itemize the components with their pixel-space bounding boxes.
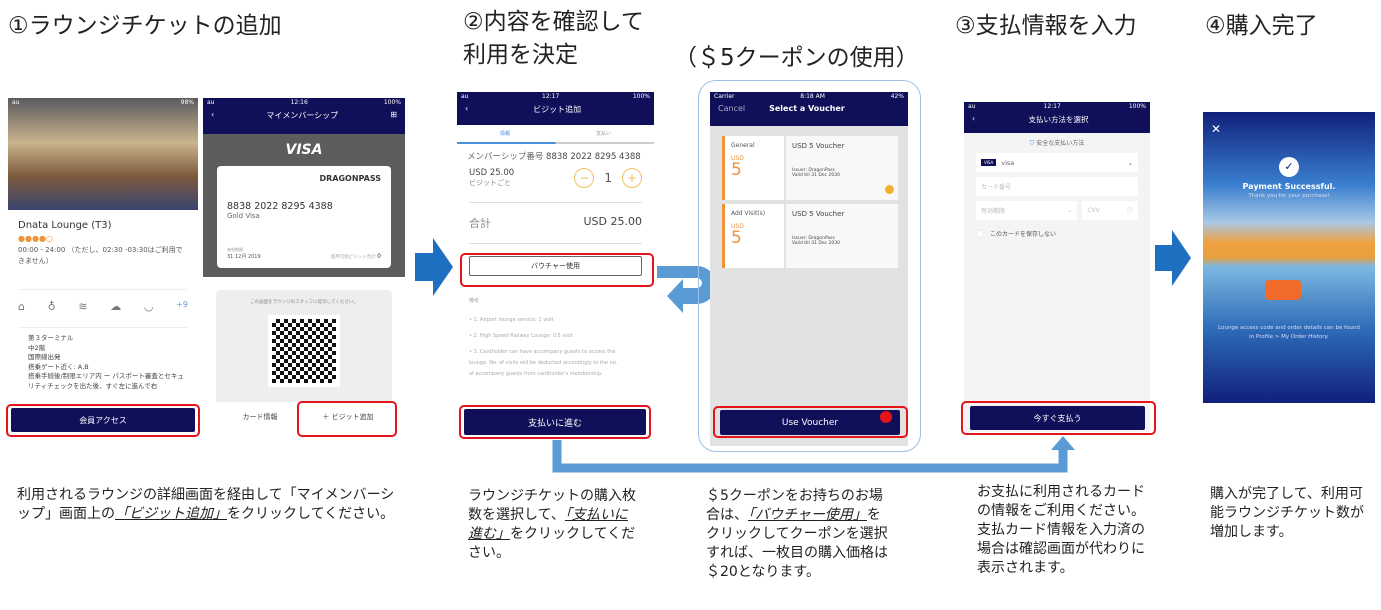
status-battery: 98%: [180, 99, 194, 106]
success-subtitle: Thank you for your purchase!: [1248, 193, 1330, 199]
back-icon[interactable]: ‹: [972, 114, 975, 123]
step4-title: ④購入完了: [1205, 13, 1318, 39]
pay-now-button[interactable]: 今すぐ支払う: [970, 406, 1145, 430]
card-info-button[interactable]: カード情報: [242, 413, 278, 421]
step1-title: ①ラウンジチケットの追加: [8, 13, 282, 39]
screen-title: 支払い方法を選択: [1028, 115, 1089, 124]
step3-title: ③支払情報を入力: [955, 13, 1137, 39]
coupon-title: （＄5クーポンの使用）: [674, 45, 919, 71]
save-card-checkbox[interactable]: [976, 230, 983, 237]
arrow-right-icon: [415, 238, 453, 296]
member-access-button[interactable]: 会員アクセス: [11, 408, 195, 432]
quantity: 1: [604, 171, 612, 185]
help-icon: ⓘ: [1126, 208, 1133, 215]
dragonpass-logo: DRAGONPASS: [319, 174, 381, 183]
step1-caption: 利用されるラウンジの詳細画面を経由して「マイメンバーシップ」画面上の「ビジット追…: [17, 487, 395, 522]
back-icon[interactable]: ‹: [211, 110, 215, 119]
connector-arrow: [552, 436, 1075, 473]
notes: 備考 • 1. Airport lounge service: 1 visit …: [469, 298, 618, 377]
curved-arrow-icon: [657, 266, 716, 313]
shield-icon: ⛉: [1029, 140, 1035, 147]
add-visit-button[interactable]: ＋ ビジット追加: [322, 413, 374, 421]
shower-icon: ◡: [143, 300, 154, 313]
qr-panel: この画面をラウンジのスタッフに提示してください。 カード情報 ＋ ビジット追加: [216, 290, 392, 432]
member-label: メンバーシップ番号: [467, 152, 544, 162]
card-number-input[interactable]: カード番号: [976, 177, 1138, 196]
member-number: 8838 2022 8295 4388: [546, 152, 641, 162]
step3-caption: お支払に利用されるカードの情報をご利用ください。支払カード情報を入力済の場合は確…: [977, 484, 1145, 576]
bell-icon: ⌂: [18, 300, 25, 313]
cancel-button[interactable]: Cancel: [718, 104, 746, 113]
rating-stars: ●●●●○: [18, 234, 53, 243]
card-type: Gold Visa: [227, 212, 260, 220]
arrow-right-icon: [1155, 230, 1191, 286]
add-icon[interactable]: ⊞: [390, 110, 397, 119]
selected-check-icon: [885, 185, 894, 194]
step2-title: ②内容を確認して利用を決定: [463, 9, 644, 68]
screen-title: マイメンバーシップ: [266, 111, 339, 120]
back-icon[interactable]: ‹: [465, 104, 469, 113]
use-voucher-confirm-button[interactable]: Use Voucher: [720, 410, 900, 435]
plus-button[interactable]: +: [622, 168, 642, 188]
success-note: Lounge access code and order details can…: [1218, 325, 1360, 340]
drink-icon: ♁: [47, 300, 56, 313]
lounge-hours: 00:00 - 24:00 （ただし、02:30 -03:30はご利用できません…: [18, 246, 183, 265]
wifi-icon: ≋: [78, 300, 88, 313]
check-icon: ✓: [1279, 157, 1299, 177]
tab-payment[interactable]: 支払い: [595, 131, 611, 137]
proceed-to-payment-button[interactable]: 支払いに進む: [464, 409, 646, 435]
expiry-select[interactable]: 有効期限⌄: [976, 201, 1078, 220]
membership-card: DRAGONPASS 8838 2022 8295 4388 Gold Visa…: [217, 166, 391, 268]
lounge-photo: au 98%: [8, 98, 198, 210]
minus-button[interactable]: −: [574, 168, 595, 188]
unit-price: USD 25.00: [469, 168, 515, 178]
payment-success-screen: ✕ ✓ Payment Successful. Thank you for yo…: [1203, 112, 1375, 403]
use-voucher-button[interactable]: バウチャー使用: [469, 256, 642, 276]
status-carrier: au: [12, 99, 20, 106]
red-dot-marker: [880, 411, 892, 423]
visa-logo: VISA: [285, 142, 323, 158]
lounge-name: Dnata Lounge (T3): [18, 220, 112, 231]
qr-code: [268, 315, 340, 387]
screen-title: ビジット追加: [533, 105, 582, 114]
lounge-detail-screen: au 98% Dnata Lounge (T3) ●●●●○ 00:00 - 24…: [8, 98, 198, 440]
step4-caption: 購入が完了して、利用可能ラウンジチケット数が増加します。: [1210, 486, 1364, 540]
coupon-caption: ＄5クーポンをお持ちのお場合は、「バウチャー使用」をクリックしてクーポンを選択す…: [706, 488, 888, 580]
success-title: Payment Successful.: [1242, 182, 1336, 191]
voucher-frame: [698, 80, 921, 452]
tab-info[interactable]: 情報: [499, 131, 510, 137]
chevron-down-icon: ⌄: [1127, 158, 1133, 167]
qr-note: この画面をラウンジのスタッフに提示してください。: [250, 300, 358, 305]
amenity-icons: ⌂ ♁ ≋ ☁ ◡ +9: [18, 289, 188, 313]
more-amenities[interactable]: +9: [176, 300, 188, 309]
sofa-illustration: [1265, 280, 1301, 300]
close-icon[interactable]: ✕: [1211, 122, 1222, 136]
step2-caption: ラウンジチケットの購入枚数を選択して、「支払いに進む」をクリックしてください。: [468, 488, 636, 561]
card-number: 8838 2022 8295 4388: [227, 201, 333, 212]
total-amount: USD 25.00: [583, 215, 643, 228]
food-icon: ☁: [110, 300, 122, 313]
screen-title: Select a Voucher: [769, 104, 845, 113]
chevron-down-icon: ⌄: [1067, 207, 1073, 214]
